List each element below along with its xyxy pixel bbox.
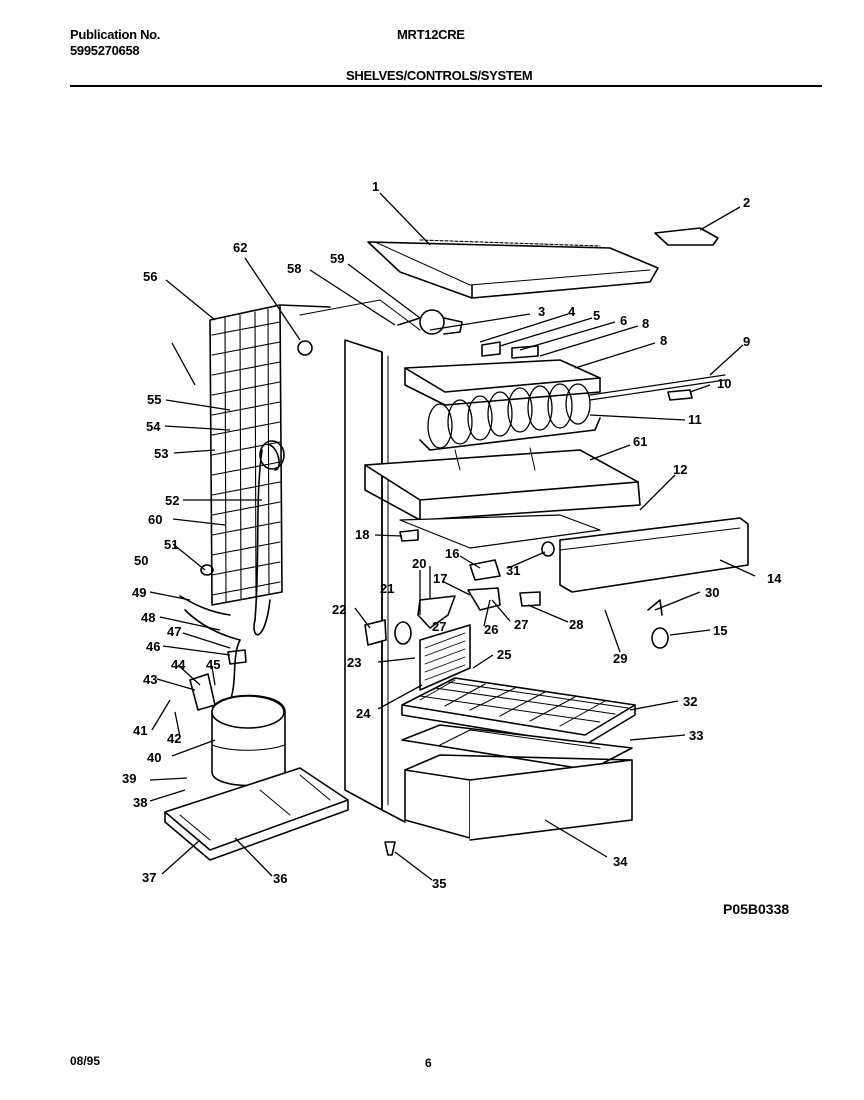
part-label: 50 xyxy=(134,553,148,568)
part-label: 12 xyxy=(673,462,687,477)
model-number: MRT12CRE xyxy=(397,27,465,42)
part-label: 17 xyxy=(433,571,447,586)
part-label: 27 xyxy=(432,619,446,634)
part-label: 60 xyxy=(148,512,162,527)
part-label: 16 xyxy=(445,546,459,561)
part-label: 34 xyxy=(613,854,628,869)
part-label: 53 xyxy=(154,446,168,461)
part-label: 46 xyxy=(146,639,160,654)
part-label: 27 xyxy=(514,617,528,632)
part-label: 18 xyxy=(355,527,369,542)
part-label: 20 xyxy=(412,556,426,571)
part-label: 43 xyxy=(143,672,157,687)
diagram-code: P05B0338 xyxy=(723,901,790,917)
part-label: 4 xyxy=(568,304,576,319)
part-label: 23 xyxy=(347,655,361,670)
part-label: 8 xyxy=(660,333,667,348)
part-label: 40 xyxy=(147,750,161,765)
part-label: 61 xyxy=(633,434,647,449)
section-title: SHELVES/CONTROLS/SYSTEM xyxy=(346,68,533,83)
part-label: 59 xyxy=(330,251,344,266)
part-label: 8 xyxy=(642,316,649,331)
part-label: 5 xyxy=(593,308,600,323)
part-label: 38 xyxy=(133,795,147,810)
publication-number: 5995270658 xyxy=(70,43,140,58)
part-label: 15 xyxy=(713,623,727,638)
part-label: 35 xyxy=(432,876,446,891)
part-label: 37 xyxy=(142,870,156,885)
part-label: 62 xyxy=(233,240,247,255)
part-label: 56 xyxy=(143,269,157,284)
part-label: 22 xyxy=(332,602,346,617)
part-label: 6 xyxy=(620,313,627,328)
part-label: 32 xyxy=(683,694,697,709)
part-label: 11 xyxy=(688,412,702,427)
parts-drawing xyxy=(164,227,749,861)
part-label: 49 xyxy=(132,585,146,600)
part-label: 51 xyxy=(164,537,178,552)
part-label: 36 xyxy=(273,871,287,886)
part-label: 25 xyxy=(497,647,511,662)
part-label: 21 xyxy=(380,581,394,596)
part-label: 9 xyxy=(743,334,750,349)
part-label: 30 xyxy=(705,585,719,600)
part-label: 14 xyxy=(767,571,782,586)
part-label: 39 xyxy=(122,771,136,786)
part-label: 29 xyxy=(613,651,627,666)
leader-lines xyxy=(149,192,756,881)
part-label: 10 xyxy=(717,376,731,391)
part-label: 44 xyxy=(171,657,186,672)
publication-label: Publication No. xyxy=(70,27,161,42)
part-label: 52 xyxy=(165,493,179,508)
part-label: 1 xyxy=(372,179,379,194)
part-label: 58 xyxy=(287,261,301,276)
part-label: 26 xyxy=(484,622,498,637)
page-number: 6 xyxy=(425,1056,432,1070)
part-label: 55 xyxy=(147,392,161,407)
part-label: 47 xyxy=(167,624,181,639)
part-label: 33 xyxy=(689,728,703,743)
part-label: 3 xyxy=(538,304,545,319)
part-label: 41 xyxy=(133,723,147,738)
part-label: 54 xyxy=(146,419,161,434)
part-label: 45 xyxy=(206,657,220,672)
publication-date: 08/95 xyxy=(70,1054,101,1068)
part-label: 48 xyxy=(141,610,155,625)
part-label: 2 xyxy=(743,195,750,210)
part-labels: 1 2 3 4 5 6 8 8 9 10 11 12 14 15 16 17 1… xyxy=(122,179,782,891)
header-rule xyxy=(70,85,822,87)
part-label: 31 xyxy=(506,563,520,578)
part-label: 28 xyxy=(569,617,583,632)
part-label: 24 xyxy=(356,706,371,721)
part-label: 42 xyxy=(167,731,181,746)
